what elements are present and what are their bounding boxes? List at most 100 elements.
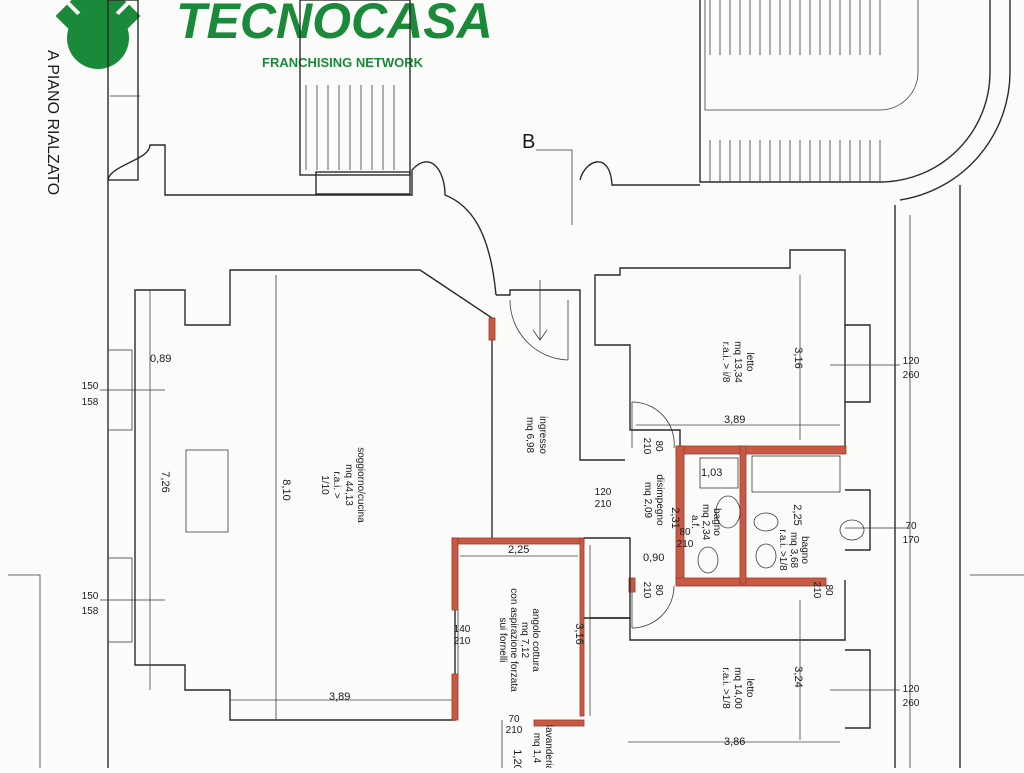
svg-text:210: 210 (677, 539, 694, 550)
room-soggiorno (134, 269, 493, 721)
dim-225-a: 2,25 (508, 544, 529, 556)
svg-text:ingresso: ingresso (537, 416, 548, 454)
svg-text:170: 170 (903, 535, 920, 546)
svg-text:150: 150 (82, 381, 99, 392)
room-label-lavanderia: lavanderia mq 1,4 (531, 725, 554, 772)
svg-text:angolo cottura: angolo cottura (530, 608, 541, 672)
svg-text:letto: letto (744, 679, 755, 698)
svg-text:70: 70 (905, 521, 917, 532)
svg-text:bagno: bagno (799, 536, 810, 564)
dim-090: 0,90 (643, 552, 664, 564)
svg-text:r.a.i. >1/8: r.a.i. >1/8 (720, 667, 731, 709)
floor-label: A PIANO RIALZATO (44, 50, 61, 195)
svg-text:150: 150 (82, 591, 99, 602)
room-angolo-cottura (451, 537, 631, 768)
svg-text:lavanderia: lavanderia (543, 725, 554, 768)
room-label-cottura: angolo cottura mq 7,12 con aspirazione f… (497, 588, 541, 692)
svg-text:210: 210 (641, 438, 652, 455)
dim-316-b: 3,16 (573, 623, 585, 644)
room-label-letto-1: letto mq 13,34 r.a.i. > i/8 (720, 341, 755, 383)
svg-text:mq 1,4: mq 1,4 (531, 733, 542, 764)
svg-text:mq 44,13: mq 44,13 (343, 464, 354, 506)
bathrooms-block (628, 401, 910, 629)
room-letto-1 (594, 249, 900, 448)
svg-text:210: 210 (506, 725, 523, 736)
svg-text:80: 80 (679, 527, 691, 538)
dim-231: 2,31 (669, 507, 681, 528)
svg-text:mq 2,34: mq 2,34 (700, 504, 711, 541)
svg-text:80: 80 (823, 584, 834, 596)
dining-table (185, 449, 229, 533)
svg-text:80: 80 (653, 440, 664, 452)
dim-089: 0,89 (150, 353, 171, 365)
room-ingresso (488, 280, 625, 540)
dimension-labels: 0,89 7,26 8,10 3,89 3,89 3,16 3,16 1,03 … (150, 347, 804, 770)
svg-text:bagno: bagno (711, 508, 722, 536)
room-label-disimpegno: disimpegno mq 2,09 (642, 474, 665, 526)
svg-text:con aspirazione forzata: con aspirazione forzata (508, 588, 519, 692)
svg-text:r.a.i. >: r.a.i. > (331, 471, 342, 499)
svg-text:mq 6,98: mq 6,98 (524, 417, 535, 454)
windows-left (100, 349, 165, 643)
dim-726: 7,26 (159, 471, 171, 492)
svg-text:120: 120 (595, 487, 612, 498)
dim-103: 1,03 (701, 467, 722, 479)
svg-text:80: 80 (653, 584, 664, 596)
svg-text:140: 140 (454, 624, 471, 635)
tecnocasa-logo: TECNOCASA FRANCHISING NETWORK (55, 0, 493, 70)
building-outline (8, 144, 1024, 768)
section-marker: B (522, 131, 535, 153)
room-label-bagno-1: bagno mq 2,34 a.f. (689, 504, 722, 541)
svg-text:a.f.: a.f. (689, 515, 700, 529)
dim-386: 3,86 (724, 736, 745, 748)
svg-text:70: 70 (508, 714, 520, 725)
svg-text:210: 210 (641, 582, 652, 599)
dim-316-a: 3,16 (792, 347, 804, 368)
svg-text:mq 3,68: mq 3,68 (788, 532, 799, 569)
svg-text:soggiorno/cucina: soggiorno/cucina (355, 447, 366, 523)
svg-text:sui fornelli: sui fornelli (497, 617, 508, 662)
svg-text:mq 7,12: mq 7,12 (519, 622, 530, 659)
room-label-bagno-2: bagno mq 3,68 r.a.i. >1/8 (777, 529, 810, 571)
section-line (536, 149, 573, 225)
svg-text:158: 158 (82, 606, 99, 617)
svg-text:mq 13,34: mq 13,34 (732, 341, 743, 383)
dim-389-b: 3,89 (724, 414, 745, 426)
dim-389-a: 3,89 (329, 691, 350, 703)
svg-text:260: 260 (903, 698, 920, 709)
room-label-ingresso: ingresso mq 6,98 (524, 416, 548, 454)
svg-text:1/10: 1/10 (319, 475, 330, 495)
dim-324: 3,24 (792, 666, 804, 687)
brand-tagline: FRANCHISING NETWORK (262, 55, 424, 70)
stairwell-left (107, 0, 411, 195)
dim-225-b: 2,25 (791, 504, 803, 525)
brand-name: TECNOCASA (176, 0, 493, 49)
room-letto-2 (590, 580, 900, 743)
svg-text:r.a.i. >1/8: r.a.i. >1/8 (777, 529, 788, 571)
svg-text:mq 2,09: mq 2,09 (642, 482, 653, 519)
svg-text:158: 158 (82, 397, 99, 408)
svg-text:letto: letto (744, 353, 755, 372)
svg-text:r.a.i. > i/8: r.a.i. > i/8 (720, 342, 731, 383)
room-label-letto-2: letto mq 14,00 r.a.i. >1/8 (720, 667, 755, 709)
svg-text:260: 260 (903, 370, 920, 381)
svg-text:mq 14,00: mq 14,00 (732, 667, 743, 709)
svg-text:210: 210 (595, 499, 612, 510)
svg-text:120: 120 (903, 356, 920, 367)
room-label-soggiorno: soggiorno/cucina mq 44,13 r.a.i. > 1/10 (319, 447, 366, 523)
